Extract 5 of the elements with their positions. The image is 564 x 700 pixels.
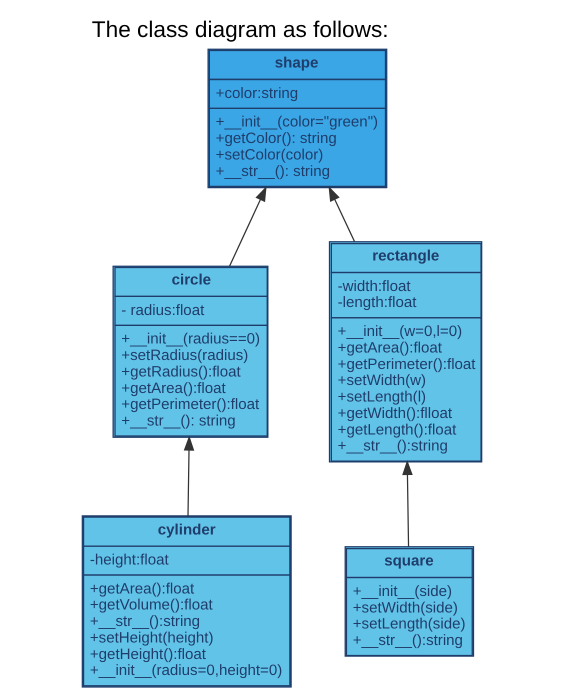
- arrow: [328, 186, 356, 242]
- arrow: [228, 186, 267, 266]
- arrow: [184, 435, 194, 516]
- diagram-title: The class diagram as follows:: [92, 16, 389, 42]
- arrow: [402, 459, 413, 546]
